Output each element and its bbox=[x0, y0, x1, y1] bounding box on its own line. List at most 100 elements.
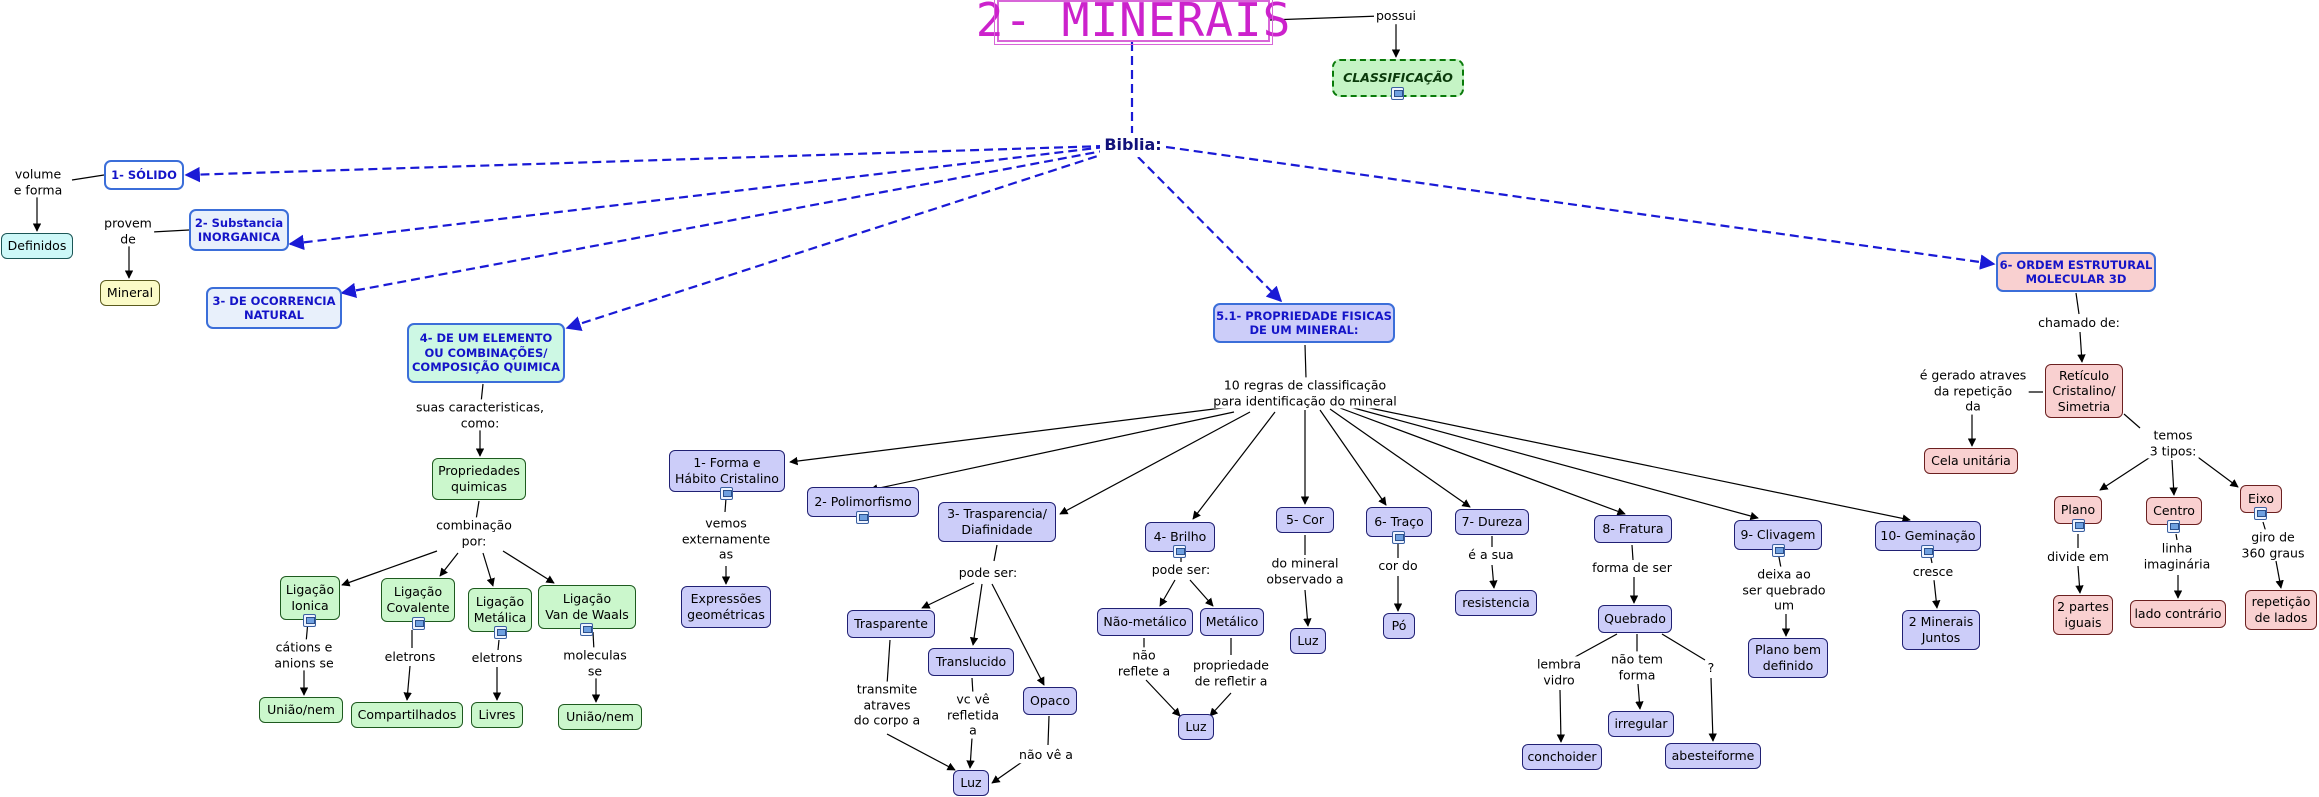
regra-transparencia-node[interactable]: 3- Trasparencia/ Diafinidade bbox=[938, 502, 1056, 542]
resistencia-node[interactable]: resistencia bbox=[1455, 590, 1537, 616]
van-de-waals-connector: moleculas se bbox=[561, 647, 629, 679]
solid-link-69 bbox=[2075, 292, 2080, 315]
solid-link-76 bbox=[2194, 454, 2239, 488]
dois-minerais-node[interactable]: 2 Minerais Juntos bbox=[1902, 610, 1980, 650]
eixo-image-icon[interactable] bbox=[2254, 507, 2267, 520]
clivagem-image-icon[interactable] bbox=[1772, 544, 1785, 557]
brilho-image-icon[interactable] bbox=[1173, 545, 1186, 558]
definidos-node[interactable]: Definidos bbox=[1, 233, 73, 259]
solid-link-70 bbox=[2077, 331, 2086, 363]
regra-fratura-node[interactable]: 8- Fratura bbox=[1594, 515, 1672, 543]
regra-dureza-node[interactable]: 7- Dureza bbox=[1455, 509, 1529, 535]
ligacao-ionica-image-icon[interactable] bbox=[303, 614, 316, 627]
conchoider-node[interactable]: conchoider bbox=[1522, 744, 1602, 770]
translucido-node[interactable]: Translucido bbox=[928, 648, 1014, 676]
nao-metalico-note: não reflete a bbox=[1115, 647, 1173, 679]
expressoes-node[interactable]: Expressões geométricas bbox=[681, 586, 771, 628]
ligacao-van-de-waals-image-icon[interactable] bbox=[580, 623, 593, 636]
solid-link-10 bbox=[439, 552, 459, 577]
translucido-note: vc vê refletida a bbox=[944, 691, 1002, 739]
reticulo-node[interactable]: Retículo Cristalino/ Simetria bbox=[2045, 364, 2123, 418]
duas-partes-node[interactable]: 2 partes iguais bbox=[2053, 595, 2113, 635]
hub-to-solido-link bbox=[184, 144, 1106, 183]
hub-to-elemento-link bbox=[565, 150, 1111, 332]
plano-connector: divide em bbox=[2045, 549, 2111, 565]
centro-image-icon[interactable] bbox=[2167, 520, 2180, 533]
solid-link-46 bbox=[1189, 579, 1214, 607]
transparencia-connector: pode ser: bbox=[956, 565, 1020, 581]
opaco-node[interactable]: Opaco bbox=[1023, 687, 1077, 715]
metalico-node[interactable]: Metálico bbox=[1200, 608, 1264, 636]
hub-to-ocorrencia-link bbox=[340, 148, 1109, 299]
elemento-node[interactable]: 4- DE UM ELEMENTO OU COMBINAÇÕES/ COMPOS… bbox=[407, 323, 565, 383]
ordem-node[interactable]: 6- ORDEM ESTRUTURAL MOLECULAR 3D bbox=[1996, 252, 2156, 292]
solid-link-12 bbox=[502, 550, 555, 584]
tipos-connector: temos 3 tipos: bbox=[2147, 427, 2199, 459]
solid-link-30 bbox=[1349, 406, 1759, 521]
solid-link-4 bbox=[151, 229, 190, 233]
fratura-connector: forma de ser bbox=[1590, 560, 1674, 576]
ligacao-metalica-image-icon[interactable] bbox=[494, 626, 507, 639]
solid-link-16 bbox=[403, 665, 412, 701]
opaco-note: não vê a bbox=[1017, 747, 1075, 763]
solid-link-42 bbox=[1047, 715, 1050, 746]
uniao-nem-ionica-node[interactable]: União/nem bbox=[259, 697, 343, 723]
ionica-connector: cátions e anions se bbox=[272, 639, 336, 671]
traco-image-icon[interactable] bbox=[1392, 531, 1405, 544]
repeticao-connector: é gerado atraves da repetição da bbox=[1917, 367, 2029, 415]
ligacao-ionica-node[interactable]: Ligação Ionica bbox=[280, 576, 340, 620]
plano-image-icon[interactable] bbox=[2072, 519, 2085, 532]
luz-brilho-node[interactable]: Luz bbox=[1178, 714, 1214, 740]
solid-link-22 bbox=[789, 406, 1231, 466]
fratura-note-forma: não tem forma bbox=[1609, 651, 1665, 683]
po-node[interactable]: Pó bbox=[1383, 613, 1415, 639]
solid-link-75 bbox=[2169, 459, 2178, 496]
solid-link-35 bbox=[921, 582, 975, 609]
polimorfismo-image-icon[interactable] bbox=[856, 511, 869, 524]
irregular-node[interactable]: irregular bbox=[1608, 711, 1674, 737]
luz-cor-node[interactable]: Luz bbox=[1290, 628, 1326, 654]
cela-unitaria-node[interactable]: Cela unitária bbox=[1924, 448, 2018, 474]
solido-node[interactable]: 1- SÓLIDO bbox=[104, 160, 184, 190]
ligacao-metalica-node[interactable]: Ligação Metálica bbox=[468, 588, 532, 632]
forma-image-icon[interactable] bbox=[720, 487, 733, 500]
plano-definido-node[interactable]: Plano bem definido bbox=[1748, 638, 1828, 678]
propriedades-node[interactable]: Propriedades quimicas bbox=[432, 458, 526, 500]
solid-link-21 bbox=[1304, 344, 1307, 379]
abesteiforme-node[interactable]: abesteiforme bbox=[1665, 743, 1761, 769]
ligacao-covalente-node[interactable]: Ligação Covalente bbox=[381, 578, 455, 622]
uniao-nem-waals-node[interactable]: União/nem bbox=[558, 704, 642, 730]
regra-forma-node[interactable]: 1- Forma e Hábito Cristalino bbox=[669, 450, 785, 492]
mineral-node[interactable]: Mineral bbox=[100, 280, 160, 306]
solid-link-68 bbox=[1932, 579, 1941, 609]
solid-link-39 bbox=[886, 733, 956, 771]
hub-biblia: Biblia: bbox=[1100, 133, 1166, 157]
nao-metalico-node[interactable]: Não-metálico bbox=[1097, 608, 1193, 636]
classificacao-image-icon[interactable] bbox=[1391, 87, 1404, 100]
substancia-node[interactable]: 2- Substancia INORGANICA bbox=[189, 209, 289, 251]
page-title: 2- MINERAIS bbox=[975, 0, 1292, 48]
ocorrencia-node[interactable]: 3- DE OCORRENCIA NATURAL bbox=[206, 287, 342, 329]
centro-connector: linha imaginária bbox=[2141, 540, 2213, 572]
ligacao-covalente-image-icon[interactable] bbox=[412, 617, 425, 630]
geminacao-image-icon[interactable] bbox=[1921, 545, 1934, 558]
solid-link-57 bbox=[1631, 544, 1634, 561]
solid-link-28 bbox=[1329, 408, 1471, 508]
ligacao-van-de-waals-node[interactable]: Ligação Van de Waals bbox=[538, 585, 636, 629]
lado-contrario-node[interactable]: lado contrário bbox=[2130, 600, 2226, 628]
livres-node[interactable]: Livres bbox=[471, 702, 523, 728]
solido-connector: volume e forma bbox=[11, 166, 65, 198]
regra-cor-node[interactable]: 5- Cor bbox=[1276, 507, 1334, 533]
compartilhados-node[interactable]: Compartilhados bbox=[351, 702, 463, 728]
quebrado-node[interactable]: Quebrado bbox=[1598, 605, 1672, 633]
combinacao-label: combinação por: bbox=[434, 517, 514, 549]
solid-link-24 bbox=[1059, 411, 1251, 515]
centro-node[interactable]: Centro bbox=[2146, 497, 2202, 525]
solid-link-31 bbox=[1359, 405, 1911, 523]
fisicas-node[interactable]: 5.1- PROPRIEDADE FISICAS DE UM MINERAL: bbox=[1213, 303, 1395, 343]
solid-link-45 bbox=[1159, 579, 1176, 607]
solid-link-34 bbox=[993, 544, 998, 562]
luz-transparencia-node[interactable]: Luz bbox=[953, 770, 989, 796]
repeticao-lados-node[interactable]: repetição de lados bbox=[2245, 590, 2317, 630]
trasparente-node[interactable]: Trasparente bbox=[847, 610, 935, 638]
